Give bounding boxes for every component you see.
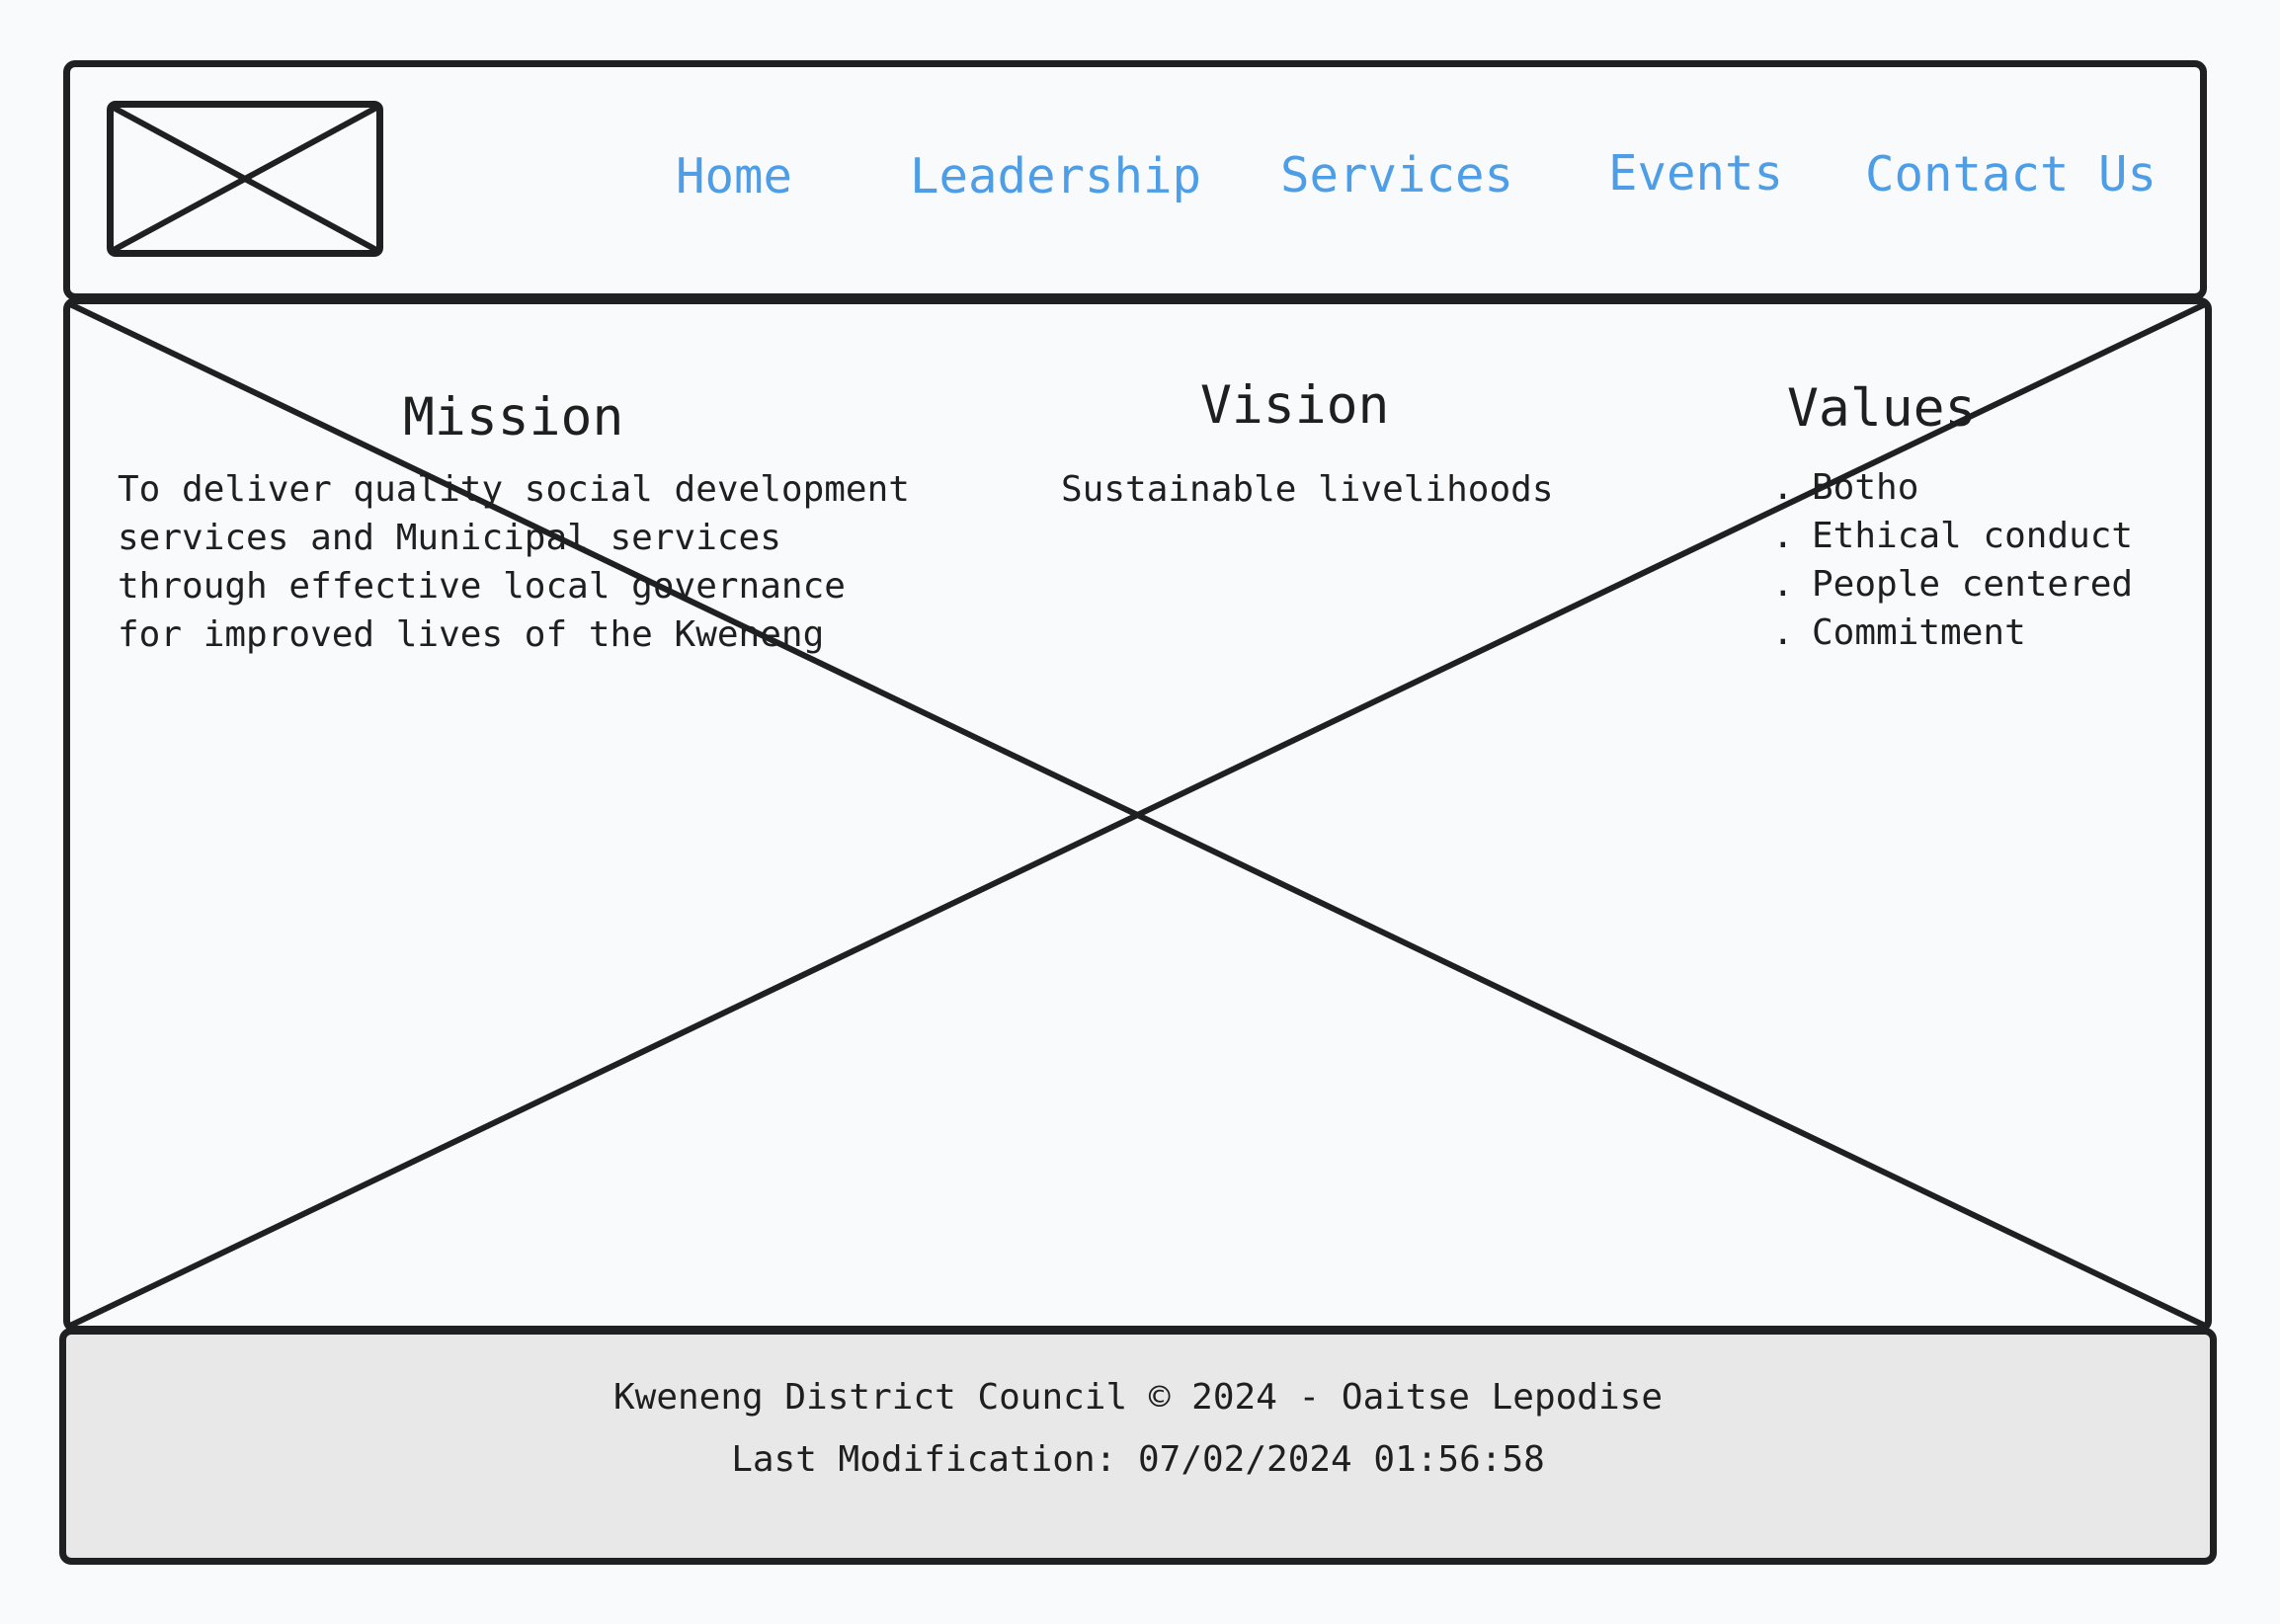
nav-contact-us-link[interactable]: Contact Us [1865, 146, 2158, 203]
value-label: Ethical conduct [1812, 516, 2134, 556]
mission-line: through effective local governance [118, 566, 846, 607]
nav-home-link[interactable]: Home [676, 148, 793, 204]
mission-text: To deliver quality social development se… [118, 465, 910, 659]
image-placeholder-icon [68, 301, 2207, 1329]
hero-image-placeholder [63, 297, 2212, 1333]
list-item: . Commitment [1772, 609, 2133, 657]
mission-line: services and Municipal services [118, 518, 781, 558]
list-item: . People centered [1772, 560, 2133, 609]
vision-heading: Vision [1200, 375, 1390, 436]
value-label: Commitment [1812, 612, 2026, 653]
values-list: . Botho . Ethical conduct . People centered… [1772, 463, 2133, 657]
logo-placeholder-icon[interactable] [107, 101, 383, 257]
bullet-marker: . [1772, 564, 1794, 605]
nav-services-link[interactable]: Services [1280, 147, 1514, 203]
value-label: People centered [1812, 564, 2134, 605]
bullet-marker: . [1772, 516, 1794, 556]
nav-events-link[interactable]: Events [1608, 145, 1784, 202]
values-heading: Values [1787, 378, 1977, 439]
footer-last-modified: Last Modification: 07/02/2024 01:56:58 [731, 1439, 1545, 1480]
vision-text: Sustainable livelihoods [1061, 469, 1554, 510]
bullet-marker: . [1772, 467, 1794, 508]
value-label: Botho [1812, 467, 1919, 508]
list-item: . Botho [1772, 463, 2133, 512]
nav-leadership-link[interactable]: Leadership [910, 148, 1202, 204]
footer-copyright: Kweneng District Council © 2024 - Oaitse… [612, 1377, 1664, 1418]
mission-heading: Mission [403, 387, 624, 447]
mission-line: for improved lives of the Kweneng [118, 614, 825, 655]
list-item: . Ethical conduct [1772, 512, 2133, 560]
mission-line: To deliver quality social development [118, 469, 910, 510]
site-footer [59, 1328, 2217, 1565]
bullet-marker: . [1772, 612, 1794, 653]
site-header [63, 60, 2207, 300]
